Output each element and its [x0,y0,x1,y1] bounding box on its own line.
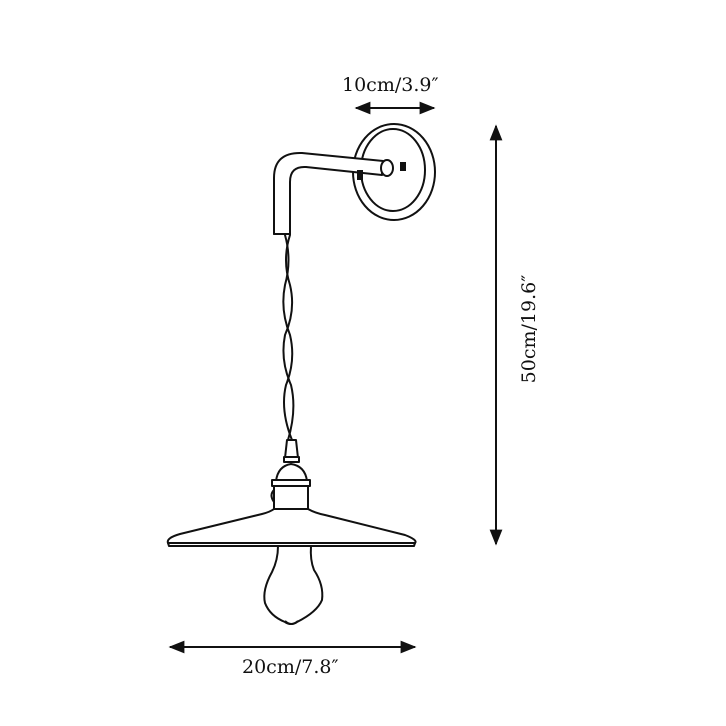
twisted-cord [282,234,295,441]
arm-nut [380,159,394,177]
bottom-width-label: 20cm/7.8″ [242,656,339,678]
top-width-label: 10cm/3.9″ [342,74,439,96]
lamp-shade [166,508,417,547]
lamp-arm [273,151,394,235]
socket [270,439,311,510]
screw-icon [357,170,363,180]
light-bulb [263,545,324,625]
screw-icon [400,162,406,171]
socket-knob [270,489,275,503]
height-label: 50cm/19.6″ [518,274,540,384]
